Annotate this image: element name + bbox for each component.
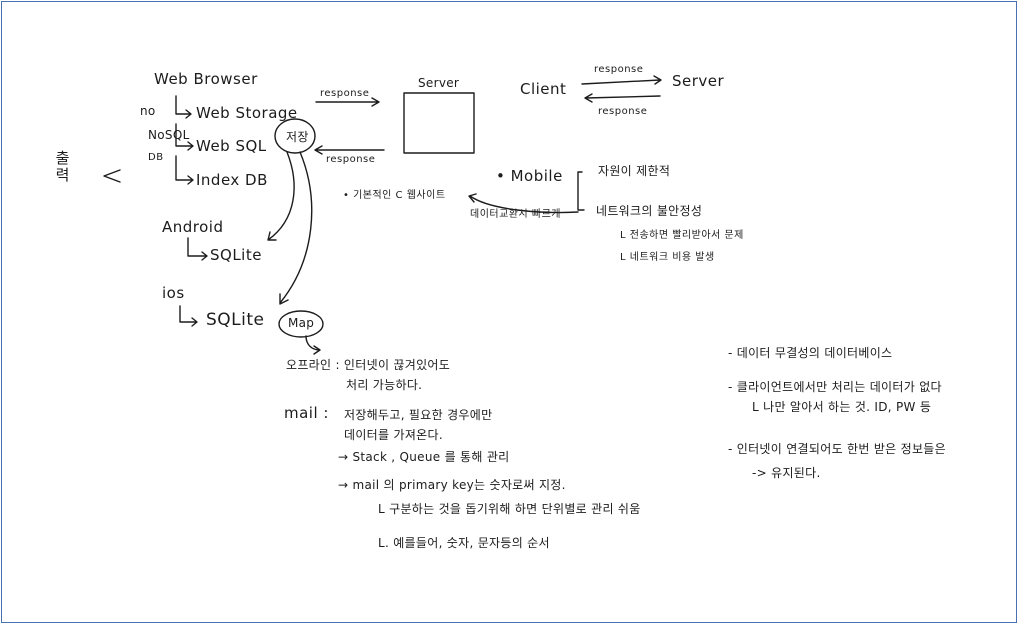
android-title: Android [162, 218, 224, 236]
mobile-label: • Mobile [496, 167, 563, 185]
mobile-item-1: 자원이 제한적 [598, 164, 671, 178]
map-arrow [305, 335, 321, 355]
offline-note-2: 처리 가능하다. [346, 378, 423, 392]
right-note-1: - 데이터 무결성의 데이터베이스 [728, 346, 893, 360]
side-label-no: no [140, 104, 156, 118]
client-label: Client [520, 80, 567, 98]
stack-queue-note: → Stack , Queue 를 통해 관리 [338, 450, 510, 464]
web-sql-item: Web SQL [196, 137, 267, 155]
hook-arrow-2 [175, 123, 194, 151]
side-label-db: DB [148, 152, 164, 163]
curve-arrow-ios [279, 151, 313, 305]
mobile-sub-1: L 전송하면 빨리받아서 문제 [620, 230, 744, 241]
basic-web-note: • 기본적인 C 웹사이트 [343, 190, 446, 201]
hook-arrow-1 [175, 95, 192, 119]
output-vertical-label: 출력 [53, 150, 71, 184]
client-server-top-label: response [594, 64, 644, 75]
mobile-item-2: 네트워크의 불안정성 [596, 204, 703, 218]
hook-arrow-3 [175, 155, 194, 185]
client-server-bottom-label: response [598, 106, 648, 117]
android-sqlite: SQLite [210, 246, 262, 264]
web-storage-item: Web Storage [196, 104, 298, 122]
ios-title: ios [162, 284, 185, 302]
mail-note-2: 데이터를 가져온다. [344, 428, 443, 442]
mobile-sub-2: L 네트워크 비용 발생 [620, 252, 715, 263]
arrow-to-server [315, 97, 380, 107]
data-exchange-note: 데이터교환시 빠르게 [470, 209, 561, 220]
map-bubble [278, 310, 324, 338]
hook-arrow-android [187, 237, 208, 261]
curve-arrow-android [267, 151, 295, 241]
save-bubble [274, 118, 316, 154]
right-note-5: -> 유지된다. [752, 466, 821, 480]
arrow-bottom-label: response [326, 154, 376, 165]
arrow-from-server [314, 145, 385, 155]
left-double-arrow [103, 169, 121, 183]
side-label-nosql: NoSQL [148, 128, 190, 142]
example-note: L. 예를들어, 숫자, 문자등의 순서 [378, 536, 550, 550]
arrow-server-to-client [584, 93, 661, 103]
mobile-bracket [577, 171, 585, 211]
server-box [403, 92, 475, 154]
right-note-4: - 인터넷이 연결되어도 한번 받은 정보들은 [728, 442, 946, 456]
map-bubble-label: Map [288, 316, 315, 330]
server-box-label: Server [418, 76, 460, 90]
primary-key-note: → mail 의 primary key는 숫자로써 지정. [338, 478, 566, 492]
ios-sqlite: SQLite [206, 310, 265, 330]
arrow-top-label: response [320, 88, 370, 99]
distinguish-note: L 구분하는 것을 돕기위해 하면 단위별로 관리 쉬움 [378, 502, 641, 516]
index-db-item: Index DB [196, 171, 268, 189]
hook-arrow-ios [179, 305, 198, 327]
left-arrow-label: <= [104, 166, 130, 184]
web-browser-title: Web Browser [154, 70, 258, 88]
arrow-client-to-server [581, 75, 662, 85]
arrow-mobile-to-left [468, 193, 579, 214]
server-label: Server [672, 72, 725, 90]
save-bubble-label: 저장 [286, 130, 309, 144]
offline-note-1: 오프라인 : 인터넷이 끊겨있어도 [286, 358, 451, 372]
mail-note-1: 저장해두고, 필요한 경우에만 [344, 408, 493, 422]
right-note-3: L 나만 알아서 하는 것. ID, PW 등 [752, 400, 932, 414]
mail-label: mail : [284, 404, 329, 422]
right-note-2: - 클라이언트에서만 처리는 데이터가 없다 [728, 380, 942, 394]
